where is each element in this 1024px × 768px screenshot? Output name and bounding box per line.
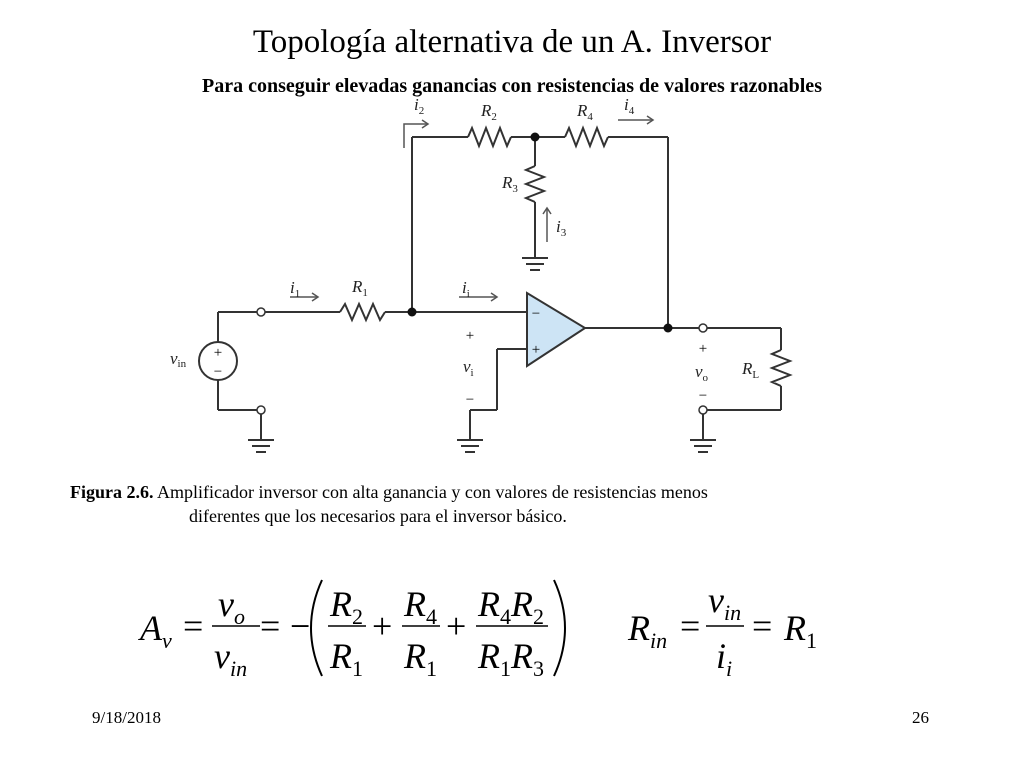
- caption-line-1: Amplificador inversor con alta ganancia …: [157, 482, 708, 502]
- figure-caption: Figura 2.6. Amplificador inversor con al…: [70, 480, 930, 528]
- caption-label: Figura 2.6.: [70, 482, 154, 502]
- opamp-inverting-sign: −: [532, 306, 540, 322]
- eq-negative: −: [290, 606, 310, 646]
- eq-equals-3: =: [680, 606, 700, 646]
- vi-plus-sign: +: [466, 328, 474, 344]
- eq-equals-2: =: [260, 606, 280, 646]
- eq-av: Av: [138, 608, 172, 653]
- vi-minus-sign: −: [466, 392, 474, 408]
- circuit-diagram: + − − + + − + − i1 R1 ii i2 R2 R4 i4 R3 …: [170, 95, 793, 453]
- eq-r1-c: R1: [783, 608, 817, 653]
- label-vi: vi: [463, 357, 474, 379]
- label-rl: RL: [741, 359, 759, 381]
- eq-r1-a: R1: [329, 636, 363, 681]
- eq-vin-2: vin: [708, 580, 741, 625]
- footer-date: 9/18/2018: [92, 708, 161, 727]
- label-i3: i3: [556, 217, 567, 239]
- eq-rin: Rin: [627, 608, 667, 653]
- label-r2: R2: [480, 101, 497, 123]
- eq-equals-4: =: [752, 606, 772, 646]
- voltage-source: [198, 341, 238, 381]
- eq-r4: R4: [403, 584, 437, 629]
- rl-resistor: [769, 349, 793, 387]
- source-minus-sign: −: [214, 364, 222, 380]
- source-plus-sign: +: [214, 345, 222, 361]
- r1-resistor: [339, 301, 386, 323]
- eq-ii: ii: [716, 636, 732, 681]
- label-r1: R1: [351, 277, 368, 299]
- r4-resistor: [564, 125, 609, 149]
- label-i2: i2: [414, 95, 424, 117]
- eq-vin: vin: [214, 636, 247, 681]
- eq-plus-1: +: [372, 606, 392, 646]
- label-ii: ii: [462, 278, 470, 300]
- caption-line-2: diferentes que los necesarios para el in…: [189, 506, 567, 526]
- eq-r1-b: R1: [403, 636, 437, 681]
- label-r4: R4: [576, 101, 593, 123]
- r2-resistor: [467, 125, 512, 149]
- page-number: 26: [912, 708, 929, 727]
- ground-symbols: [248, 257, 716, 453]
- label-vo: vo: [695, 362, 709, 384]
- slide-title: Topología alternativa de un A. Inversor: [252, 24, 772, 60]
- opamp-noninverting-sign: +: [532, 342, 540, 358]
- vo-minus-sign: −: [699, 388, 707, 404]
- eq-vo: vo: [218, 584, 245, 629]
- label-vin: vin: [170, 349, 187, 370]
- op-amp: [526, 291, 587, 368]
- vo-plus-sign: +: [699, 341, 707, 357]
- gain-equations: Av = vo vin = − R2 R1 + R4 R1 + R4R2 R1R…: [138, 579, 817, 681]
- eq-plus-2: +: [446, 606, 466, 646]
- label-i1: i1: [290, 278, 300, 300]
- r3-resistor: [523, 165, 547, 203]
- eq-equals-1: =: [183, 606, 203, 646]
- eq-r1r3: R1R3: [477, 636, 544, 681]
- eq-r4r2: R4R2: [477, 584, 544, 629]
- label-r3: R3: [501, 173, 518, 195]
- label-i4: i4: [624, 95, 635, 117]
- slide-subtitle: Para conseguir elevadas ganancias con re…: [202, 75, 822, 97]
- eq-r2: R2: [329, 584, 363, 629]
